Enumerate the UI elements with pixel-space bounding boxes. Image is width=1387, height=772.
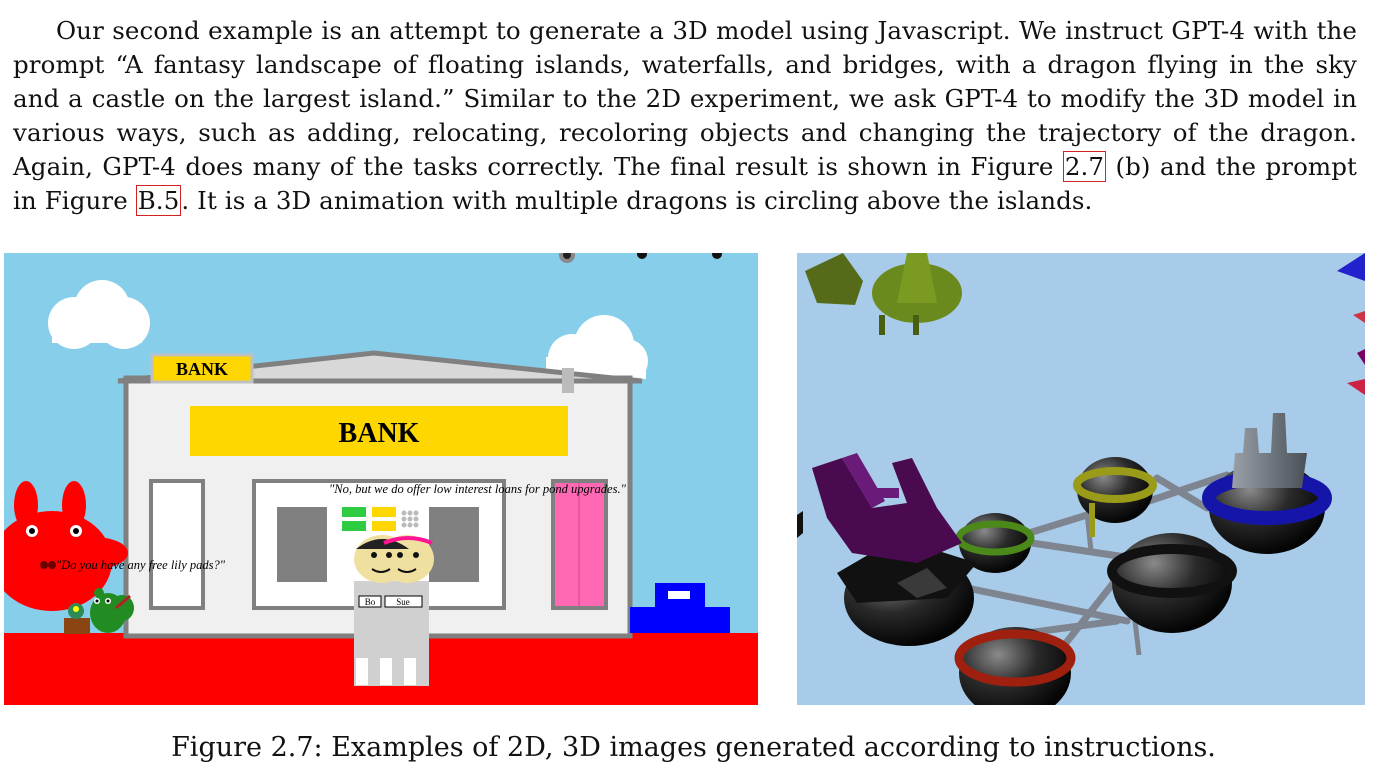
cloud-left [48,280,150,349]
bank-small-sign-text: BANK [176,359,228,379]
speech-bubble-teller: "No, but we do offer low interest loans … [329,482,627,496]
figure-3d-floating-islands [797,253,1365,705]
cloud-right [546,315,648,383]
island-yellow-rim [1073,457,1157,537]
name-badge-bo [358,595,382,608]
purple-dragon [812,453,962,563]
figure-ref-b-5[interactable]: B.5 [135,185,182,216]
figure-2d-bank-scene: BANK BANK Bo Sue "No, but we do offer lo… [4,253,758,705]
figure-caption: Figure 2.7: Examples of 2D, 3D images ge… [171,732,1216,763]
island-red-rim [954,627,1076,705]
castle-grey [1232,413,1307,488]
bank-big-sign-text: BANK [339,418,420,449]
bank-big-sign [190,406,568,456]
olive-dragon [805,253,962,335]
blue-dragon-edge [1337,253,1365,281]
bridges [963,471,1231,652]
island-black-center [1107,533,1237,633]
blue-box-base [630,607,730,633]
flower-pot [64,618,90,634]
red-creature-customer [4,481,128,611]
name-badge-sue-text: Sue [396,597,410,607]
name-badge-bo-text: Bo [365,597,376,607]
name-badge-sue [384,595,423,608]
speech-bubble-customer: "Do you have any free lily pads?" [56,558,226,572]
body-paragraph: Our second example is an attempt to gene… [13,16,1357,216]
island-dark-left [837,538,977,646]
island-blue-rim [1202,413,1332,554]
island-green-rim [955,513,1035,573]
bank-left-door [149,479,205,610]
bank-small-sign [150,353,254,384]
green-frog [90,588,134,633]
figure-ref-2-7[interactable]: 2.7 [1062,151,1107,182]
